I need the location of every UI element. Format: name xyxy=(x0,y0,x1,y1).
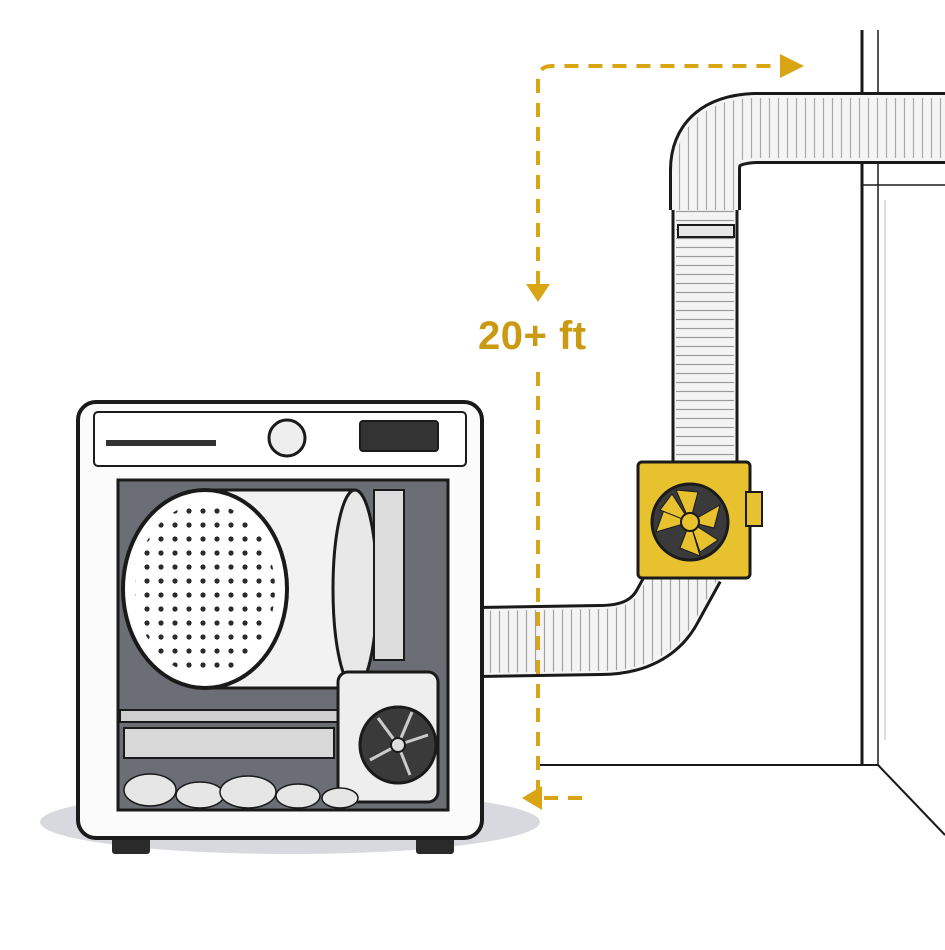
duct-length-label: 20+ ft xyxy=(478,314,587,358)
lint-buildup xyxy=(123,773,359,809)
dryer-drum xyxy=(121,488,379,690)
dryer-display-panel xyxy=(359,420,439,452)
flexible-vent-duct xyxy=(477,92,945,678)
booster-fan-blades-icon xyxy=(655,489,721,557)
dryer-control-knob-icon xyxy=(267,418,307,458)
duct-booster-fan xyxy=(636,460,763,580)
dimension-arrow xyxy=(536,64,780,800)
dimension-arrowheads xyxy=(522,54,804,810)
dryer xyxy=(76,400,484,854)
exhaust-blower-fan xyxy=(336,670,440,804)
